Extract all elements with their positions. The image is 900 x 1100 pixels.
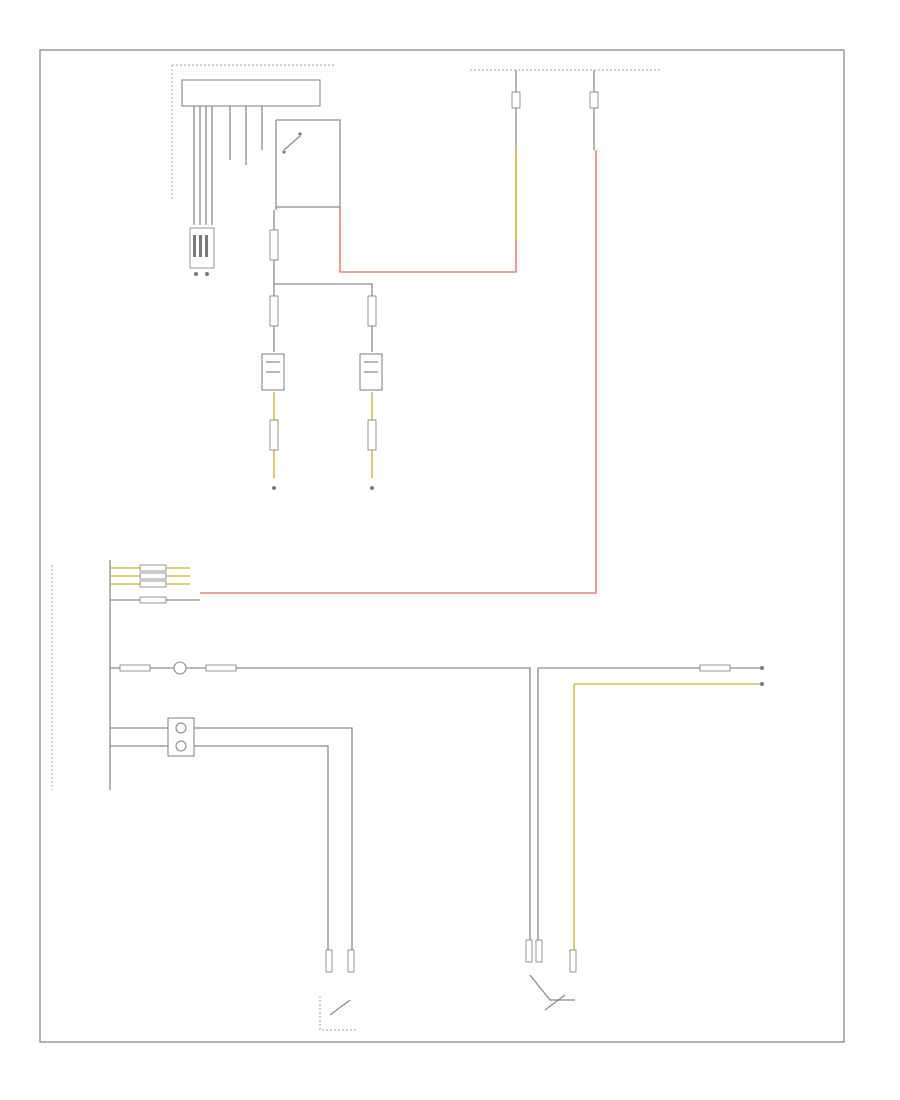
red-feed-wire-upper xyxy=(339,150,517,273)
relay-switch-top xyxy=(275,119,341,210)
module-output-wires xyxy=(193,106,263,225)
control-module-top xyxy=(171,64,335,200)
relay-distribution xyxy=(269,210,377,352)
fuse-right xyxy=(589,70,599,150)
switch-two xyxy=(110,717,353,960)
relay-left xyxy=(261,353,285,490)
side-harness-module xyxy=(51,560,111,790)
harness-rows xyxy=(110,564,200,604)
left-harness-connector xyxy=(189,227,215,276)
bottom-right-switch xyxy=(525,939,577,1011)
fuse-left xyxy=(470,69,660,150)
switch-one xyxy=(110,661,531,960)
bottom-left-switch xyxy=(319,949,356,1031)
diagram-frame xyxy=(39,49,845,1043)
red-main-wire xyxy=(200,150,597,594)
relay-right xyxy=(359,353,383,490)
right-module xyxy=(537,664,764,960)
